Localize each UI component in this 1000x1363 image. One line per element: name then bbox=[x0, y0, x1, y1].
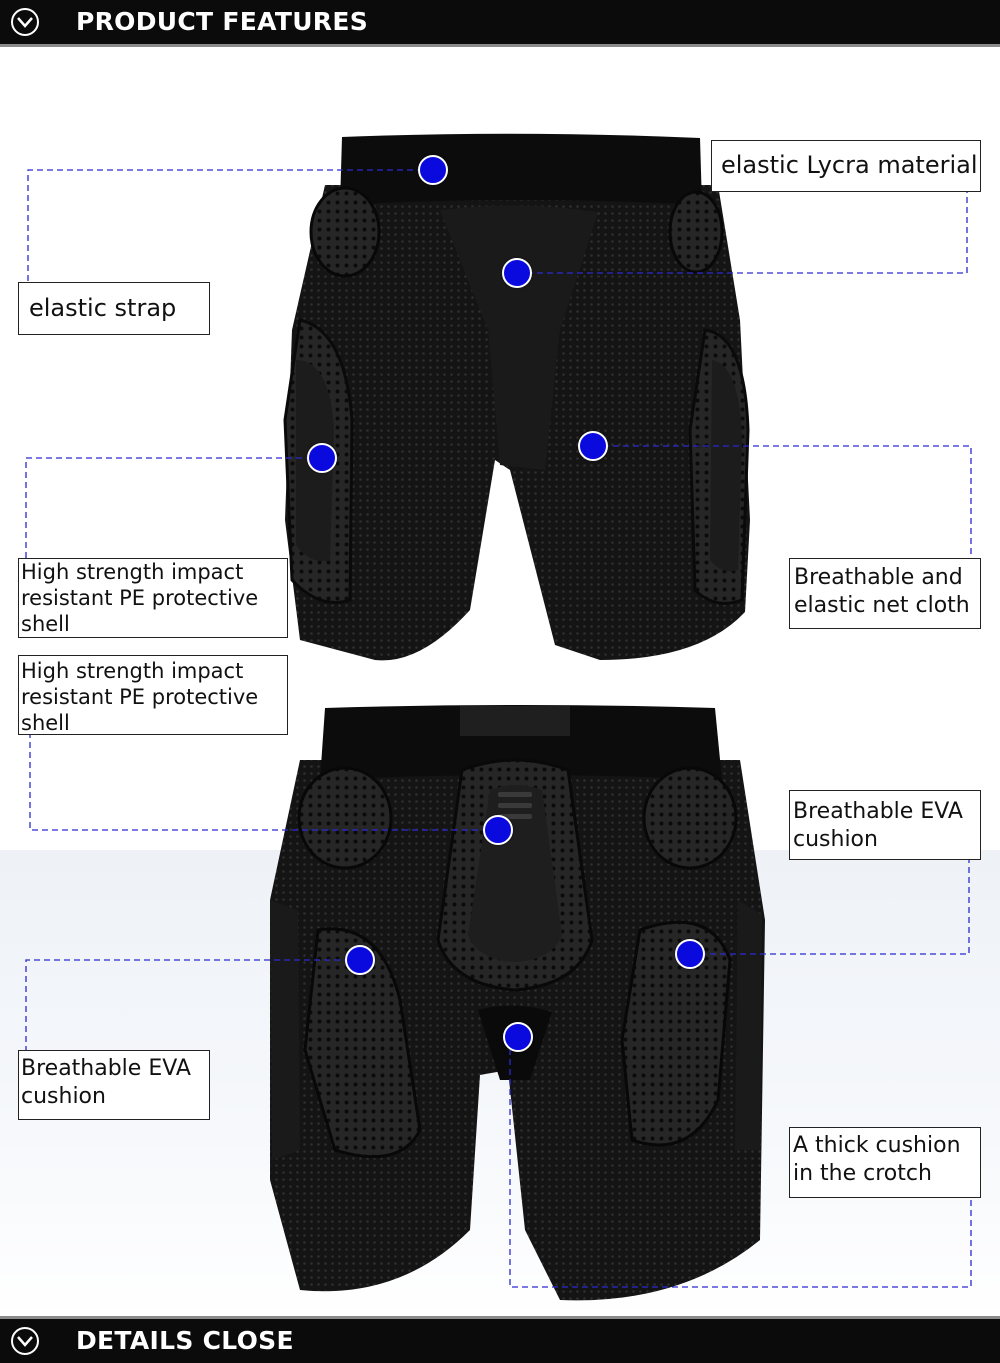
marker-crotch bbox=[503, 1022, 533, 1052]
callout-lycra-text: elastic Lycra material bbox=[721, 151, 978, 179]
footer-bar: DETAILS CLOSE bbox=[0, 1316, 1000, 1363]
leader-eva-left bbox=[25, 959, 360, 1050]
callout-crotch-text: A thick cushion in the crotch bbox=[793, 1133, 961, 1186]
callout-crotch: A thick cushion in the crotch bbox=[789, 1127, 981, 1198]
chevron-down-icon bbox=[11, 1327, 39, 1355]
section-title: DETAILS CLOSE bbox=[76, 1326, 294, 1355]
leader-shell-back bbox=[29, 735, 498, 831]
callout-eva-left-text: Breathable EVA cushion bbox=[21, 1056, 191, 1109]
callout-eva-left: Breathable EVA cushion bbox=[18, 1050, 210, 1120]
back-thigh-pad-right bbox=[620, 920, 732, 1147]
marker-net bbox=[578, 431, 608, 461]
callout-lycra: elastic Lycra material bbox=[711, 140, 981, 192]
marker-eva-right bbox=[675, 939, 705, 969]
back-thigh-pad-left bbox=[303, 927, 422, 1159]
callout-eva-right-text: Breathable EVA cushion bbox=[793, 799, 963, 852]
front-thigh-shell-right-core bbox=[710, 360, 742, 572]
callout-net: Breathable and elastic net cloth bbox=[789, 558, 981, 629]
header-bar: PRODUCT FEATURES bbox=[0, 0, 1000, 47]
leader-eva-right bbox=[690, 860, 970, 955]
back-waistband-label bbox=[460, 706, 570, 736]
callout-shell-front: High strength impact resistant PE protec… bbox=[18, 558, 288, 638]
front-hip-pad-right bbox=[668, 190, 724, 274]
page-title: PRODUCT FEATURES bbox=[76, 7, 369, 36]
marker-shell-front bbox=[307, 443, 337, 473]
callout-strap: elastic strap bbox=[18, 282, 210, 335]
marker-eva-left bbox=[345, 945, 375, 975]
marker-tailbone bbox=[483, 815, 513, 845]
callout-eva-right: Breathable EVA cushion bbox=[789, 790, 981, 860]
callout-shell-back-text: High strength impact resistant PE protec… bbox=[21, 659, 259, 735]
chevron-down-icon bbox=[11, 8, 39, 36]
back-hip-pad-right bbox=[642, 766, 738, 870]
back-side-panel-left bbox=[270, 900, 300, 1160]
callout-shell-front-text: High strength impact resistant PE protec… bbox=[21, 560, 259, 636]
front-waistband bbox=[340, 133, 702, 205]
back-waistband bbox=[320, 705, 722, 780]
front-hip-pad-left bbox=[309, 186, 381, 278]
leader-strap bbox=[27, 169, 433, 282]
callout-net-text: Breathable and elastic net cloth bbox=[794, 565, 970, 618]
back-hip-pad-left bbox=[297, 766, 393, 870]
callout-strap-text: elastic strap bbox=[29, 294, 177, 322]
back-shorts bbox=[270, 705, 765, 1301]
leader-net bbox=[593, 445, 972, 558]
front-crotch-panel bbox=[440, 205, 598, 471]
back-tailbone-slot-2 bbox=[498, 803, 532, 808]
leader-shell-front bbox=[25, 457, 322, 558]
back-tailbone-slot-1 bbox=[498, 792, 532, 797]
front-shorts bbox=[283, 133, 750, 661]
leader-lycra bbox=[517, 192, 968, 274]
back-side-panel-right bbox=[735, 900, 762, 1150]
callout-shell-back: High strength impact resistant PE protec… bbox=[18, 655, 288, 735]
marker-lycra bbox=[502, 258, 532, 288]
marker-waistband bbox=[418, 155, 448, 185]
